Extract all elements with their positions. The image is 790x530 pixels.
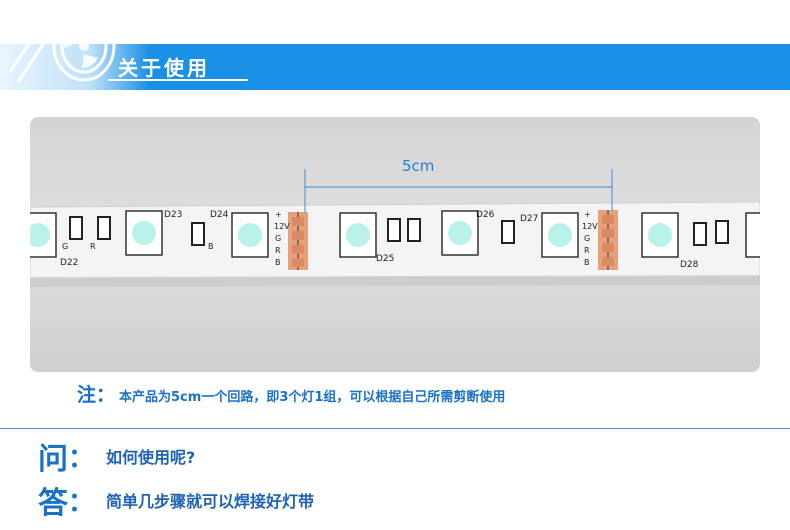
answer-row: 答： 简单几步骤就可以焊接好灯带 <box>38 478 314 522</box>
led-strip-illustration: D22 D23 D24 D25 D26 D27 D28 + 12V G R B … <box>30 169 760 287</box>
led-strip-photo: D22 D23 D24 D25 D26 D27 D28 + 12V G R B … <box>30 117 760 372</box>
pcb-label: D23 <box>164 210 182 220</box>
question-mark: 问 <box>38 442 68 477</box>
question-colon: ： <box>68 443 95 474</box>
dimension-label: 5cm <box>402 157 435 175</box>
pin-label: G <box>584 234 590 243</box>
pin-label: B <box>584 258 590 267</box>
pcb-label: D24 <box>210 210 229 220</box>
dimension-marker <box>304 169 613 213</box>
cut-point-right <box>598 210 618 270</box>
strip-shadow <box>30 275 760 287</box>
pcb-label: D25 <box>376 254 394 264</box>
led-glow <box>30 221 672 247</box>
question-row: 问： 如何使用呢? <box>38 434 195 478</box>
header-title: 关于使用 <box>118 56 210 80</box>
pcb-label: D28 <box>680 260 699 270</box>
pin-label: R <box>584 246 590 255</box>
chip-pin-label: R <box>90 242 96 251</box>
answer-mark: 答 <box>38 486 68 521</box>
cut-point-left <box>288 212 308 270</box>
note-prefix: 注： <box>77 384 116 406</box>
resistors <box>69 216 729 246</box>
pin-label: + <box>275 210 282 219</box>
chip-pin-label: B <box>208 242 214 251</box>
pcb-label: D22 <box>60 258 78 268</box>
answer-colon: ： <box>68 487 95 518</box>
pin-label: G <box>275 234 281 243</box>
pin-label: 12V <box>274 222 290 231</box>
pin-label: B <box>275 258 281 267</box>
section-divider <box>0 428 790 429</box>
reel-icon <box>8 5 116 83</box>
pin-label: + <box>584 210 591 219</box>
pcb-label: D26 <box>476 210 495 220</box>
header-title-underline <box>108 79 248 81</box>
answer-text: 简单几步骤就可以焊接好灯带 <box>106 492 315 511</box>
pcb-label: D27 <box>520 214 538 224</box>
note-text: 本产品为5cm一个回路，即3个灯1组，可以根据自己所需剪断使用 <box>119 390 506 405</box>
pin-label: R <box>275 246 281 255</box>
pin-label: 12V <box>582 222 598 231</box>
question-text: 如何使用呢? <box>106 448 196 467</box>
chip-pin-label: G <box>62 242 68 251</box>
usage-note: 注：本产品为5cm一个回路，即3个灯1组，可以根据自己所需剪断使用 <box>77 380 505 407</box>
